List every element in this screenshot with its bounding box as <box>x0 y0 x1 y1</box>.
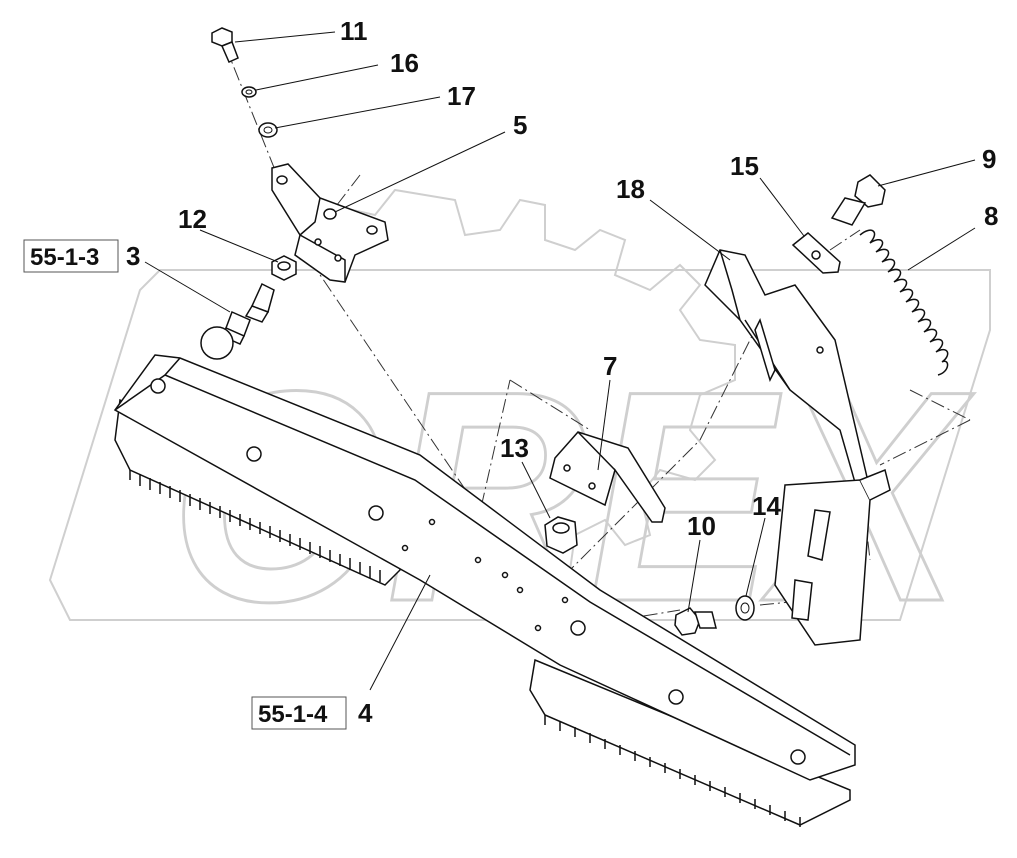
callout-14: 14 <box>752 491 781 521</box>
part-16-washer <box>241 86 257 98</box>
reference-text-55-1-3: 55-1-3 <box>30 244 99 271</box>
reference-box-55-1-4: 55-1-4 <box>251 696 347 730</box>
callout-16: 16 <box>390 48 419 78</box>
reference-box-55-1-3: 55-1-3 <box>23 239 119 273</box>
callout-17: 17 <box>447 81 476 111</box>
part-5-bracket <box>271 163 389 283</box>
part-16-washer-hole <box>245 89 253 95</box>
part-11-bolt <box>211 27 239 63</box>
part-9-bolt <box>830 174 886 226</box>
part-17-washer-hole <box>263 126 273 134</box>
part-3-ball-joint <box>200 282 275 360</box>
watermark-gear <box>299 188 736 577</box>
leader-lines <box>144 31 976 691</box>
part-14-washer-hole <box>740 602 750 614</box>
callout-7: 7 <box>603 351 617 381</box>
callout-15: 15 <box>730 151 759 181</box>
callout-3: 3 <box>126 241 140 271</box>
part-4-toothed-beam <box>113 354 856 827</box>
part-12-nut <box>271 255 297 281</box>
part-15-plate <box>791 232 841 274</box>
left-teeth-row <box>129 470 381 582</box>
callout-13: 13 <box>500 433 529 463</box>
callout-18: 18 <box>616 174 645 204</box>
reference-text-55-1-4: 55-1-4 <box>258 701 328 728</box>
callout-labels: 11 16 17 5 12 3 18 15 9 8 7 13 10 14 4 <box>126 16 998 728</box>
part-13-nut <box>544 516 578 554</box>
callout-5: 5 <box>513 110 527 140</box>
part-14-washer <box>735 595 755 621</box>
part-17-washer <box>258 122 278 138</box>
callout-12: 12 <box>178 204 207 234</box>
callout-10: 10 <box>687 511 716 541</box>
part-18-bracket <box>704 249 891 646</box>
right-teeth-row <box>544 715 801 827</box>
callout-9: 9 <box>982 144 996 174</box>
callout-4: 4 <box>358 698 373 728</box>
callout-8: 8 <box>984 201 998 231</box>
callout-11: 11 <box>340 16 368 46</box>
part-7-bracket <box>549 431 666 523</box>
part-8-spring <box>859 229 949 376</box>
part-10-bolt <box>674 607 717 636</box>
